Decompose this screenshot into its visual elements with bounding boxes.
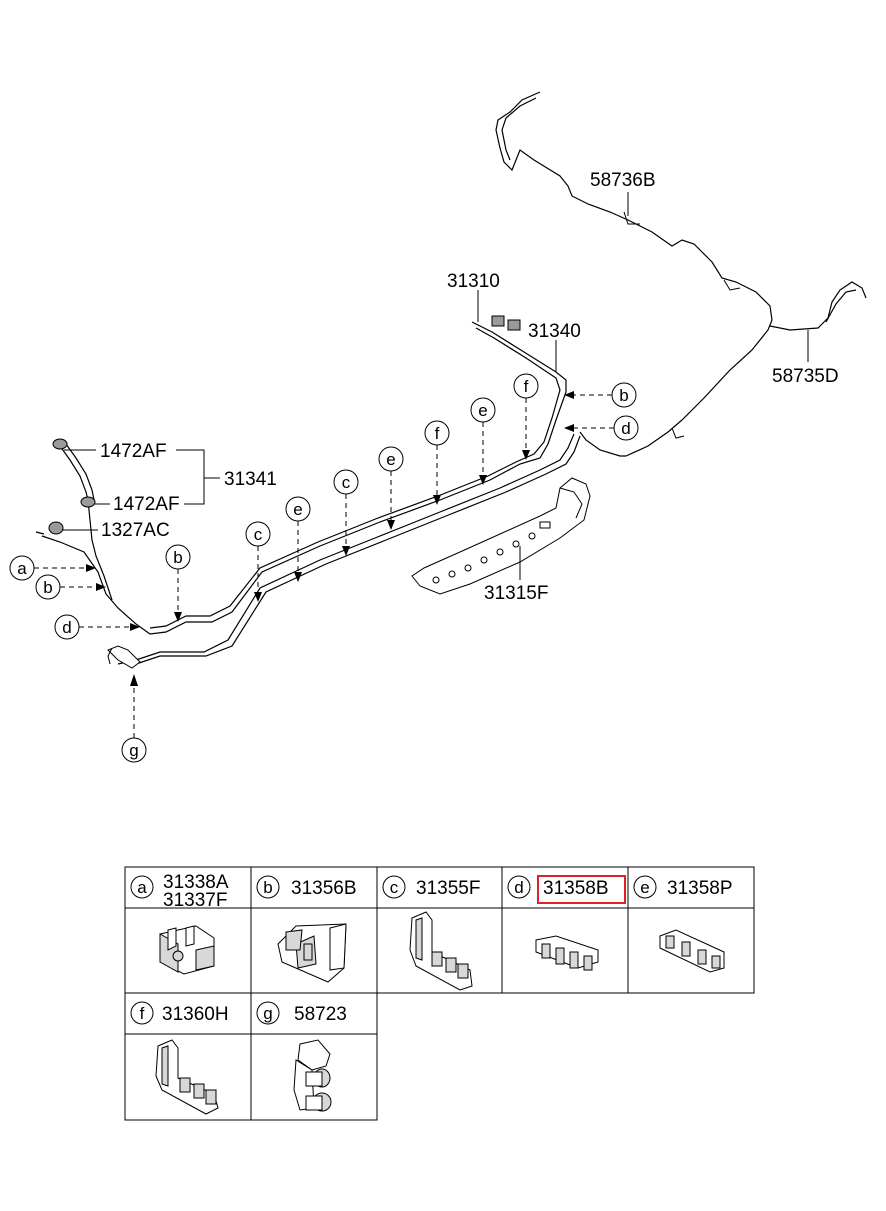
svg-text:d: d <box>514 878 523 897</box>
callout-f-left[interactable]: f <box>424 420 450 505</box>
legend-letter-circle <box>130 875 154 899</box>
parts-legend-table <box>124 866 755 1121</box>
legend-part-a2: 31337F <box>163 890 227 911</box>
svg-text:e: e <box>293 500 302 519</box>
svg-text:a: a <box>137 878 147 897</box>
legend-cell-a[interactable]: a 31338A 31337F <box>130 872 229 975</box>
label-31315F: 31315F <box>484 583 548 604</box>
callout-b-left[interactable]: b <box>35 574 106 600</box>
legend-part-e: 31358P <box>667 878 733 899</box>
fuel-line-31340[interactable] <box>41 321 626 665</box>
label-31310: 31310 <box>447 271 500 292</box>
legend-cell-f[interactable]: f 31360H <box>130 1001 229 1115</box>
legend-part-d: 31358B <box>543 878 609 899</box>
callout-d-right[interactable]: d <box>564 415 639 441</box>
callout-b-mid[interactable]: b <box>165 544 191 622</box>
legend-part-a1: 31338A <box>163 872 229 893</box>
legend-part-c: 31355F <box>416 878 480 899</box>
legend-highlight-box <box>537 875 626 904</box>
svg-text:c: c <box>390 878 399 897</box>
bracket-58723-installed[interactable] <box>107 645 141 669</box>
label-58735D: 58735D <box>772 366 839 387</box>
svg-text:f: f <box>140 1004 145 1023</box>
callout-e-left[interactable]: e <box>285 496 311 582</box>
svg-text:b: b <box>43 578 52 597</box>
callout-f-right[interactable]: f <box>513 373 539 460</box>
bracket-31341 <box>176 449 205 505</box>
fuel-hose-31341[interactable] <box>59 443 113 601</box>
clip-b-illustration <box>277 923 347 983</box>
svg-text:f: f <box>524 377 529 396</box>
svg-text:f: f <box>435 424 440 443</box>
svg-text:a: a <box>17 559 27 578</box>
legend-cell-e[interactable]: e 31358P <box>633 875 733 973</box>
label-31340: 31340 <box>528 321 581 342</box>
connector-31310[interactable] <box>491 315 521 331</box>
hose-clamp-1472AF-bottom[interactable] <box>80 496 96 508</box>
legend-cell-b[interactable]: b 31356B <box>256 875 357 983</box>
svg-text:c: c <box>254 525 263 544</box>
callout-d-left[interactable]: d <box>54 614 140 640</box>
label-1327AC: 1327AC <box>101 520 170 541</box>
callout-e-mid[interactable]: e <box>378 446 404 530</box>
clip-a-illustration <box>159 925 215 975</box>
svg-text:e: e <box>640 878 649 897</box>
callout-c-right[interactable]: c <box>333 469 359 556</box>
svg-text:b: b <box>619 386 628 405</box>
svg-text:d: d <box>621 419 630 438</box>
legend-cell-g[interactable]: g 58723 <box>256 1001 347 1112</box>
legend-cell-c[interactable]: c 31355F <box>382 875 480 991</box>
svg-text:b: b <box>173 548 182 567</box>
clip-f-illustration <box>155 1039 219 1115</box>
svg-text:d: d <box>62 618 71 637</box>
legend-part-f: 31360H <box>162 1004 229 1025</box>
svg-text:g: g <box>129 741 138 760</box>
label-1472AF-bottom: 1472AF <box>113 494 180 515</box>
clip-d-illustration <box>535 935 599 971</box>
svg-text:b: b <box>263 878 272 897</box>
clip-e-illustration <box>659 929 725 973</box>
clip-c-illustration <box>409 911 473 991</box>
svg-text:c: c <box>342 473 351 492</box>
svg-text:e: e <box>478 401 487 420</box>
clip-1327AC[interactable] <box>35 521 64 535</box>
callout-e-right[interactable]: e <box>470 397 496 485</box>
label-58736B: 58736B <box>590 170 656 191</box>
callout-a[interactable]: a <box>9 555 96 581</box>
label-31341: 31341 <box>224 469 277 490</box>
svg-text:e: e <box>386 450 395 469</box>
hose-clamp-1472AF-top[interactable] <box>52 438 68 450</box>
label-1472AF-top: 1472AF <box>100 441 167 462</box>
vapor-line-58735D[interactable] <box>769 281 867 331</box>
callout-b-right[interactable]: b <box>564 382 637 408</box>
bracket-g-illustration <box>293 1039 332 1112</box>
protector-31315F[interactable] <box>411 477 591 595</box>
callout-g[interactable]: g <box>121 674 147 763</box>
callout-c-left[interactable]: c <box>245 521 271 602</box>
svg-text:g: g <box>263 1004 272 1023</box>
legend-cell-d[interactable]: d 31358B <box>507 875 626 971</box>
legend-part-g: 58723 <box>294 1004 347 1025</box>
vapor-line-58736B[interactable] <box>495 91 773 457</box>
legend-part-b: 31356B <box>291 878 357 899</box>
